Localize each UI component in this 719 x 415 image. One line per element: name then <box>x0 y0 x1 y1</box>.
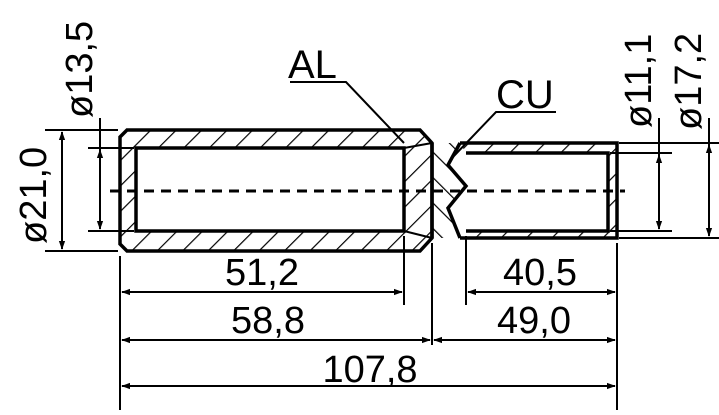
dim-cu-total-length: 49,0 <box>497 300 571 342</box>
dim-cu-outer-diameter: ø17,2 <box>668 33 710 130</box>
al-wall-hatching <box>120 130 432 251</box>
label-copper: CU <box>496 73 554 117</box>
length-dimensions: 51,2 58,8 40,5 49,0 107,8 <box>121 252 616 391</box>
dim-al-bore-length: 51,2 <box>225 252 299 294</box>
dim-cu-inner-diameter: ø11,1 <box>618 34 660 128</box>
al-outer-outline <box>118 128 434 253</box>
dim-cu-bore-length: 40,5 <box>503 252 577 294</box>
dim-al-total-length: 58,8 <box>231 300 305 342</box>
label-aluminium: AL <box>288 43 337 87</box>
dim-overall-length: 107,8 <box>322 349 417 391</box>
dim-al-inner-diameter: ø13,5 <box>59 21 101 118</box>
extension-lines <box>45 129 719 410</box>
cu-outer-outline <box>460 141 619 240</box>
material-labels: AL CU <box>288 43 556 159</box>
diameter-dimensions: ø21,0 ø13,5 ø11,1 ø17,2 <box>13 21 713 250</box>
dim-al-outer-diameter: ø21,0 <box>13 147 55 244</box>
